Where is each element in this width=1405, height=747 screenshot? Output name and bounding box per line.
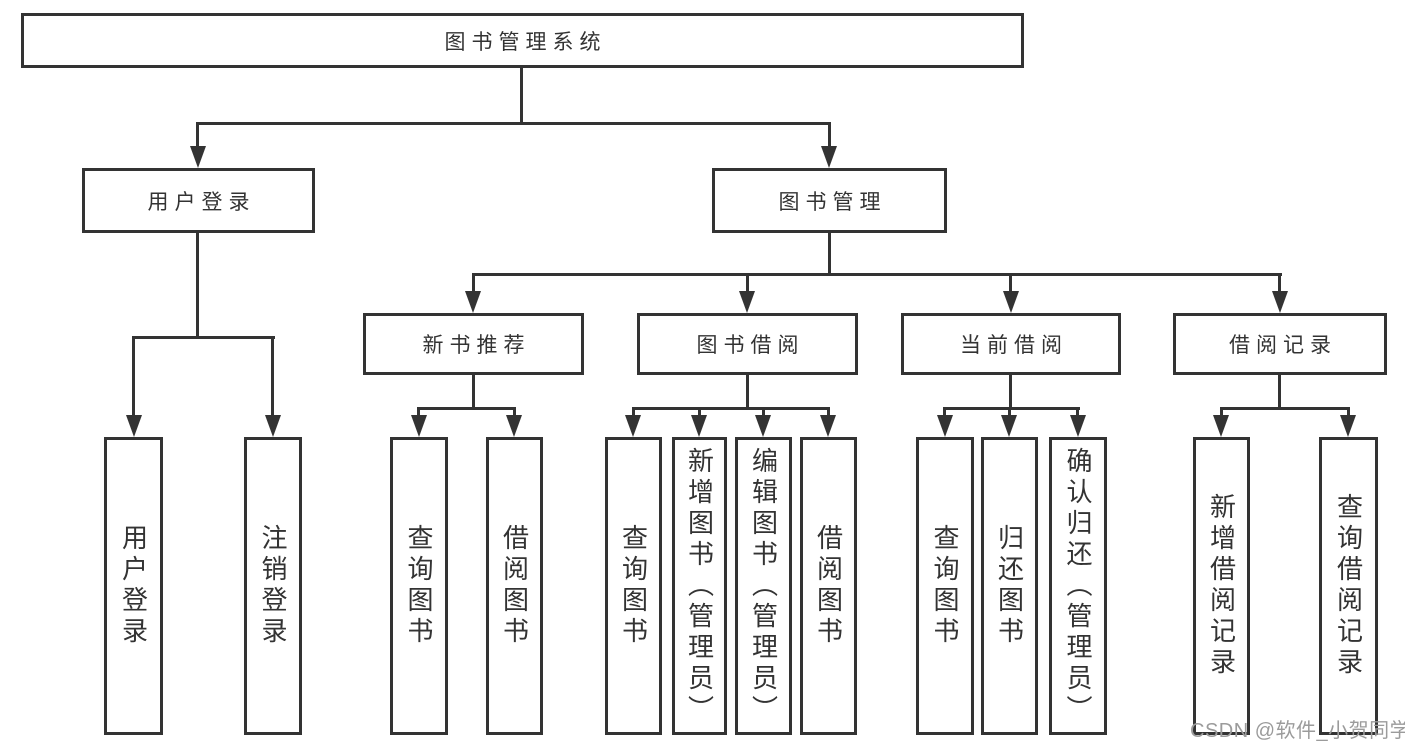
arrowhead-icon xyxy=(820,415,836,437)
connector-root-hbar xyxy=(196,122,831,125)
arrowhead-icon xyxy=(1001,415,1017,437)
leaf-borrow-books: 借阅图书 xyxy=(800,437,857,735)
leaf-logout-login: 注销登录 xyxy=(244,437,302,735)
connector-stem xyxy=(746,273,749,295)
arrowhead-icon xyxy=(190,146,206,168)
leaf-edit-books-admin: 编辑图书（管理员） xyxy=(735,437,792,735)
leaf-borrow-books-recommend: 借阅图书 xyxy=(486,437,543,735)
arrowhead-icon xyxy=(937,415,953,437)
connector-vline xyxy=(1278,375,1281,407)
leaf-query-books-current: 查询图书 xyxy=(916,437,974,735)
leaf-query-books-borrow: 查询图书 xyxy=(605,437,662,735)
connector-hbar xyxy=(943,407,1080,410)
connector-vline xyxy=(1009,375,1012,407)
arrowhead-icon xyxy=(1213,415,1229,437)
connector-hbar xyxy=(632,407,830,410)
arrowhead-icon xyxy=(1003,291,1019,313)
connector-stem xyxy=(132,336,135,420)
arrowhead-icon xyxy=(625,415,641,437)
connector-stem xyxy=(1278,273,1281,295)
arrowhead-icon xyxy=(126,415,142,437)
arrowhead-icon xyxy=(821,146,837,168)
leaf-user-login: 用户登录 xyxy=(104,437,163,735)
connector-stem xyxy=(271,336,274,420)
arrowhead-icon xyxy=(506,415,522,437)
leaf-query-borrow-record: 查询借阅记录 xyxy=(1319,437,1378,735)
connector-stem xyxy=(828,122,831,150)
arrowhead-icon xyxy=(265,415,281,437)
leaf-confirm-return-admin: 确认归还（管理员） xyxy=(1049,437,1107,735)
connector-vline xyxy=(746,375,749,407)
arrowhead-icon xyxy=(465,291,481,313)
arrowhead-icon xyxy=(691,415,707,437)
node-current-borrow: 当前借阅 xyxy=(901,313,1121,375)
node-borrow-record: 借阅记录 xyxy=(1173,313,1387,375)
leaf-query-books-recommend: 查询图书 xyxy=(390,437,448,735)
node-new-book-recommend: 新书推荐 xyxy=(363,313,584,375)
arrowhead-icon xyxy=(1070,415,1086,437)
node-library-management-system: 图书管理系统 xyxy=(21,13,1024,68)
node-book-management: 图书管理 xyxy=(712,168,947,233)
connector-level3-hbar xyxy=(472,273,1282,276)
leaf-add-borrow-record: 新增借阅记录 xyxy=(1193,437,1250,735)
connector-stem xyxy=(472,273,475,295)
leaf-return-books: 归还图书 xyxy=(981,437,1038,735)
arrowhead-icon xyxy=(1272,291,1288,313)
arrowhead-icon xyxy=(1340,415,1356,437)
arrowhead-icon xyxy=(739,291,755,313)
node-user-login: 用户登录 xyxy=(82,168,315,233)
arrowhead-icon xyxy=(755,415,771,437)
connector-hbar xyxy=(417,407,516,410)
connector-stem xyxy=(1009,273,1012,295)
connector-user-login-hbar xyxy=(132,336,275,339)
connector-vline xyxy=(472,375,475,407)
arrowhead-icon xyxy=(411,415,427,437)
connector-user-login-vline xyxy=(196,233,199,336)
connector-stem xyxy=(196,122,199,150)
connector-hbar xyxy=(1220,407,1350,410)
connector-book-management-vline xyxy=(828,233,831,273)
connector-root-vline xyxy=(520,68,523,122)
leaf-add-books-admin: 新增图书（管理员） xyxy=(672,437,727,735)
csdn-watermark: CSDN @软件_小贺同学 xyxy=(1190,720,1405,742)
node-book-borrow: 图书借阅 xyxy=(637,313,858,375)
